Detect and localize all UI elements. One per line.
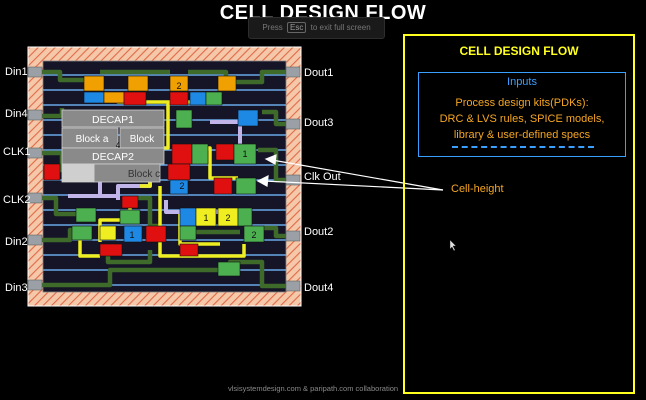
dashed-divider xyxy=(452,146,594,148)
cell xyxy=(167,163,191,181)
pin-clk2: CLK2 xyxy=(3,194,31,206)
cell xyxy=(43,163,61,181)
cell xyxy=(83,75,105,92)
pad-dout4 xyxy=(285,280,301,292)
mouse-pointer-icon xyxy=(449,239,457,252)
cell xyxy=(119,209,141,225)
cell-height-callout: Cell-height xyxy=(451,183,504,195)
pad-din2 xyxy=(27,234,43,246)
footer-credit: vlsisystemdesign.com & paripath.com coll… xyxy=(228,384,399,393)
cell xyxy=(123,225,143,243)
io-pads xyxy=(27,66,301,292)
cell xyxy=(175,109,193,129)
pad-dout3 xyxy=(285,118,301,130)
decap1-label: DECAP1 xyxy=(92,114,134,126)
inputs-line-rules: DRC & LVS rules, SPICE models, xyxy=(439,113,605,125)
pin-din3: Din3 xyxy=(5,282,28,294)
decap2-label: DECAP2 xyxy=(92,151,134,163)
cell xyxy=(83,91,105,104)
pin-dout3: Dout3 xyxy=(304,117,334,129)
pad-dout1 xyxy=(285,66,301,78)
cell xyxy=(169,91,189,106)
pin-clk-out: Clk Out xyxy=(304,171,341,183)
cell xyxy=(243,225,265,243)
inputs-line-specs: library & user-defined specs xyxy=(453,129,591,141)
pad-clk1 xyxy=(27,147,43,159)
cell xyxy=(169,179,189,195)
cell xyxy=(217,261,241,277)
pin-dout1: Dout1 xyxy=(304,67,334,79)
cell xyxy=(169,75,189,92)
cell xyxy=(103,91,125,104)
cell xyxy=(179,243,199,257)
inputs-line-pdk: Process design kits(PDKs): xyxy=(455,97,589,109)
cell xyxy=(237,109,259,127)
cell xyxy=(99,225,117,241)
cell xyxy=(75,207,97,223)
pad-dout2 xyxy=(285,230,301,242)
pin-din4: Din4 xyxy=(5,108,28,120)
cell-label: 1 xyxy=(203,213,208,223)
cell xyxy=(179,225,197,241)
cell xyxy=(123,91,147,106)
cell-label: 4 xyxy=(116,141,121,150)
toast-message: to exit full screen xyxy=(310,23,371,32)
cell-design-flow-panel: CELL DESIGN FLOW Inputs Process design k… xyxy=(403,34,635,394)
cell xyxy=(213,177,233,195)
pin-din1: Din1 xyxy=(5,66,28,78)
esc-key: Esc xyxy=(287,22,307,33)
panel-title: CELL DESIGN FLOW xyxy=(459,44,579,58)
cell xyxy=(71,225,93,241)
cell xyxy=(127,75,149,92)
cell xyxy=(171,143,193,165)
cell-label: 2 xyxy=(176,81,181,91)
block-a-label: Block a xyxy=(76,134,109,145)
pad-din1 xyxy=(27,66,43,78)
cell xyxy=(145,225,167,243)
fullscreen-toast: Press Esc to exit full screen xyxy=(248,17,385,39)
cell-label: 2 xyxy=(225,213,230,223)
cell-label: 2 xyxy=(179,181,184,191)
pin-clk1: CLK1 xyxy=(3,146,31,158)
cell-height-arrows xyxy=(256,154,444,191)
cell xyxy=(205,91,223,106)
pin-din2: Din2 xyxy=(5,236,28,248)
cell xyxy=(215,143,235,161)
inputs-heading: Inputs xyxy=(507,76,537,88)
block-c-label: Block c xyxy=(128,169,160,180)
cell-label: 1 xyxy=(129,230,134,240)
cell-label: 1 xyxy=(242,149,247,159)
pin-dout2: Dout2 xyxy=(304,226,334,238)
inputs-box: Inputs Process design kits(PDKs): DRC & … xyxy=(418,72,626,157)
pad-clk2 xyxy=(27,192,43,204)
cell xyxy=(191,143,209,165)
cell xyxy=(99,243,123,257)
filler-row xyxy=(61,163,95,183)
cell xyxy=(121,195,139,209)
pin-dout4: Dout4 xyxy=(304,282,334,294)
cell xyxy=(237,207,253,227)
toast-press: Press xyxy=(262,23,283,32)
pad-din3 xyxy=(27,279,43,291)
cell xyxy=(235,177,257,195)
standard-cells xyxy=(43,75,265,277)
cell xyxy=(217,75,237,92)
pad-din4 xyxy=(27,109,43,121)
pad-clkout xyxy=(285,174,301,186)
cell xyxy=(179,207,197,227)
cell xyxy=(195,207,217,227)
cell xyxy=(189,91,207,106)
cell-label: 2 xyxy=(251,230,256,240)
block-b-label: Block xyxy=(130,134,155,145)
cell xyxy=(233,143,257,165)
decap1-block xyxy=(61,109,165,128)
